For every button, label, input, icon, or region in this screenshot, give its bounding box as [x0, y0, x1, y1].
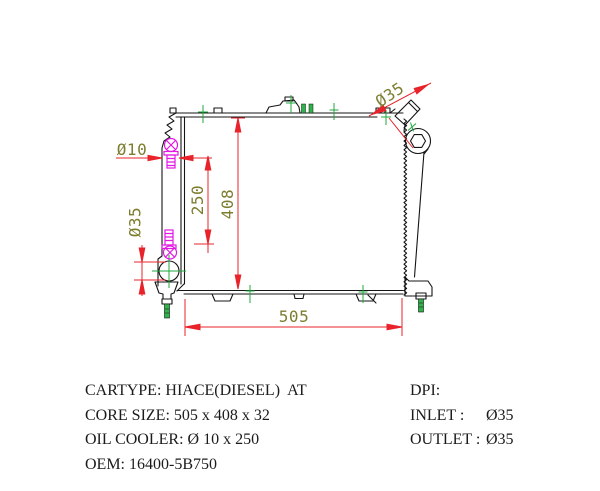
spec-inlet-label: INLET : [410, 406, 465, 424]
dim-label-oil-cooler-diameter: Ø10 [117, 140, 147, 159]
center-mark-bottom-2 [358, 285, 368, 303]
top-left-crimp [163, 112, 177, 142]
dimension-inlet-diameter [368, 82, 432, 149]
spec-outlet: OUTLET : Ø35 [410, 428, 514, 453]
oil-cooler-fitting-top [163, 137, 179, 169]
left-tank-inner-edges [180, 116, 186, 285]
dim-label-oil-cooler-length: 250 [188, 185, 207, 215]
spec-core-size-label: CORE SIZE: [85, 406, 170, 424]
top-edge [175, 112, 404, 118]
spec-dpi-label: DPI: [410, 382, 441, 399]
top-left-step [169, 107, 177, 114]
right-bracket [404, 276, 433, 297]
inlet-flange-hex [409, 134, 427, 148]
inlet-flange-circle [404, 127, 432, 155]
left-tank-outer-edge [157, 140, 165, 287]
inlet-pipe-center-mark [407, 122, 417, 132]
dimension-core-width [184, 298, 403, 336]
spec-cartype-label: CARTYPE: [85, 382, 162, 399]
inlet-pipe-stub [394, 99, 421, 126]
oil-cooler-fittings [161, 137, 179, 260]
left-bolt-head [161, 298, 173, 305]
right-tank-right-edge [413, 151, 425, 278]
dim-label-outlet-diameter: Ø35 [126, 207, 145, 237]
dimension-core-height [231, 117, 245, 290]
bottom-tab-center [293, 293, 305, 300]
center-mark-bottom-1 [245, 285, 255, 303]
spec-cartype-value: HIACE(DIESEL) AT [165, 382, 307, 399]
inlet-pipe-endcap [407, 101, 419, 113]
center-mark-top-right [381, 110, 391, 125]
center-markers [152, 95, 424, 319]
filler-cap [284, 96, 294, 102]
bottom-left-corner [176, 283, 185, 292]
filler-bolts [301, 103, 314, 114]
left-foot-bolt [164, 303, 170, 319]
dim-label-inlet-diameter: Ø35 [372, 78, 408, 111]
top-tab-small-1 [213, 107, 223, 114]
bottom-foot-left [211, 293, 234, 302]
radiator-technical-drawing: Ø10 250 408 Ø35 505 Ø35 [116, 78, 433, 336]
radiator-body-outline [154, 96, 433, 305]
core-right-serrated-edge [403, 118, 408, 296]
dimension-outlet-diameter [134, 245, 166, 296]
bottom-foot-right [355, 293, 377, 302]
spec-outlet-value: Ø35 [486, 431, 514, 449]
filler-neck [265, 99, 301, 114]
spec-core-size-value: 505 x 408 x 32 [173, 406, 270, 424]
spec-inlet: INLET : Ø35 [410, 404, 514, 429]
spec-oem-label: OEM: [85, 455, 125, 473]
filler-center-mark [286, 95, 296, 113]
spec-inlet-value: Ø35 [486, 406, 514, 424]
spec-oil-cooler-value: Ø 10 x 250 [187, 431, 260, 449]
spec-oem-value: 16400-5B750 [129, 455, 217, 473]
center-mark-top-2 [329, 103, 339, 120]
dimension-lines [116, 82, 432, 336]
spec-dpi: DPI: [410, 379, 514, 404]
outlet-center-cross [152, 255, 186, 288]
spec-list-right: DPI: INLET : Ø35 OUTLET : Ø35 [410, 379, 514, 453]
dimension-oil-cooler-length [194, 155, 214, 253]
top-right-corner [389, 108, 396, 114]
spec-core-size: CORE SIZE: 505 x 408 x 32 [85, 404, 307, 429]
spec-list-left: CARTYPE: HIACE(DIESEL) AT CORE SIZE: 505… [85, 379, 307, 477]
inlet-flange-joins [403, 124, 429, 155]
bottom-right-leader [367, 294, 377, 304]
dim-label-core-height: 408 [218, 189, 237, 219]
spec-oil-cooler-label: OIL COOLER: [85, 431, 184, 449]
spec-outlet-label: OUTLET : [410, 431, 481, 449]
spec-oem: OEM: 16400-5B750 [85, 453, 307, 478]
spec-oil-cooler: OIL COOLER: Ø 10 x 250 [85, 428, 307, 453]
spec-cartype: CARTYPE: HIACE(DIESEL) AT [85, 379, 307, 404]
right-foot-bolt [418, 298, 424, 313]
oil-cooler-fitting-bottom [161, 229, 178, 260]
center-mark-top-1 [198, 105, 208, 123]
dim-label-core-width: 505 [279, 307, 309, 326]
